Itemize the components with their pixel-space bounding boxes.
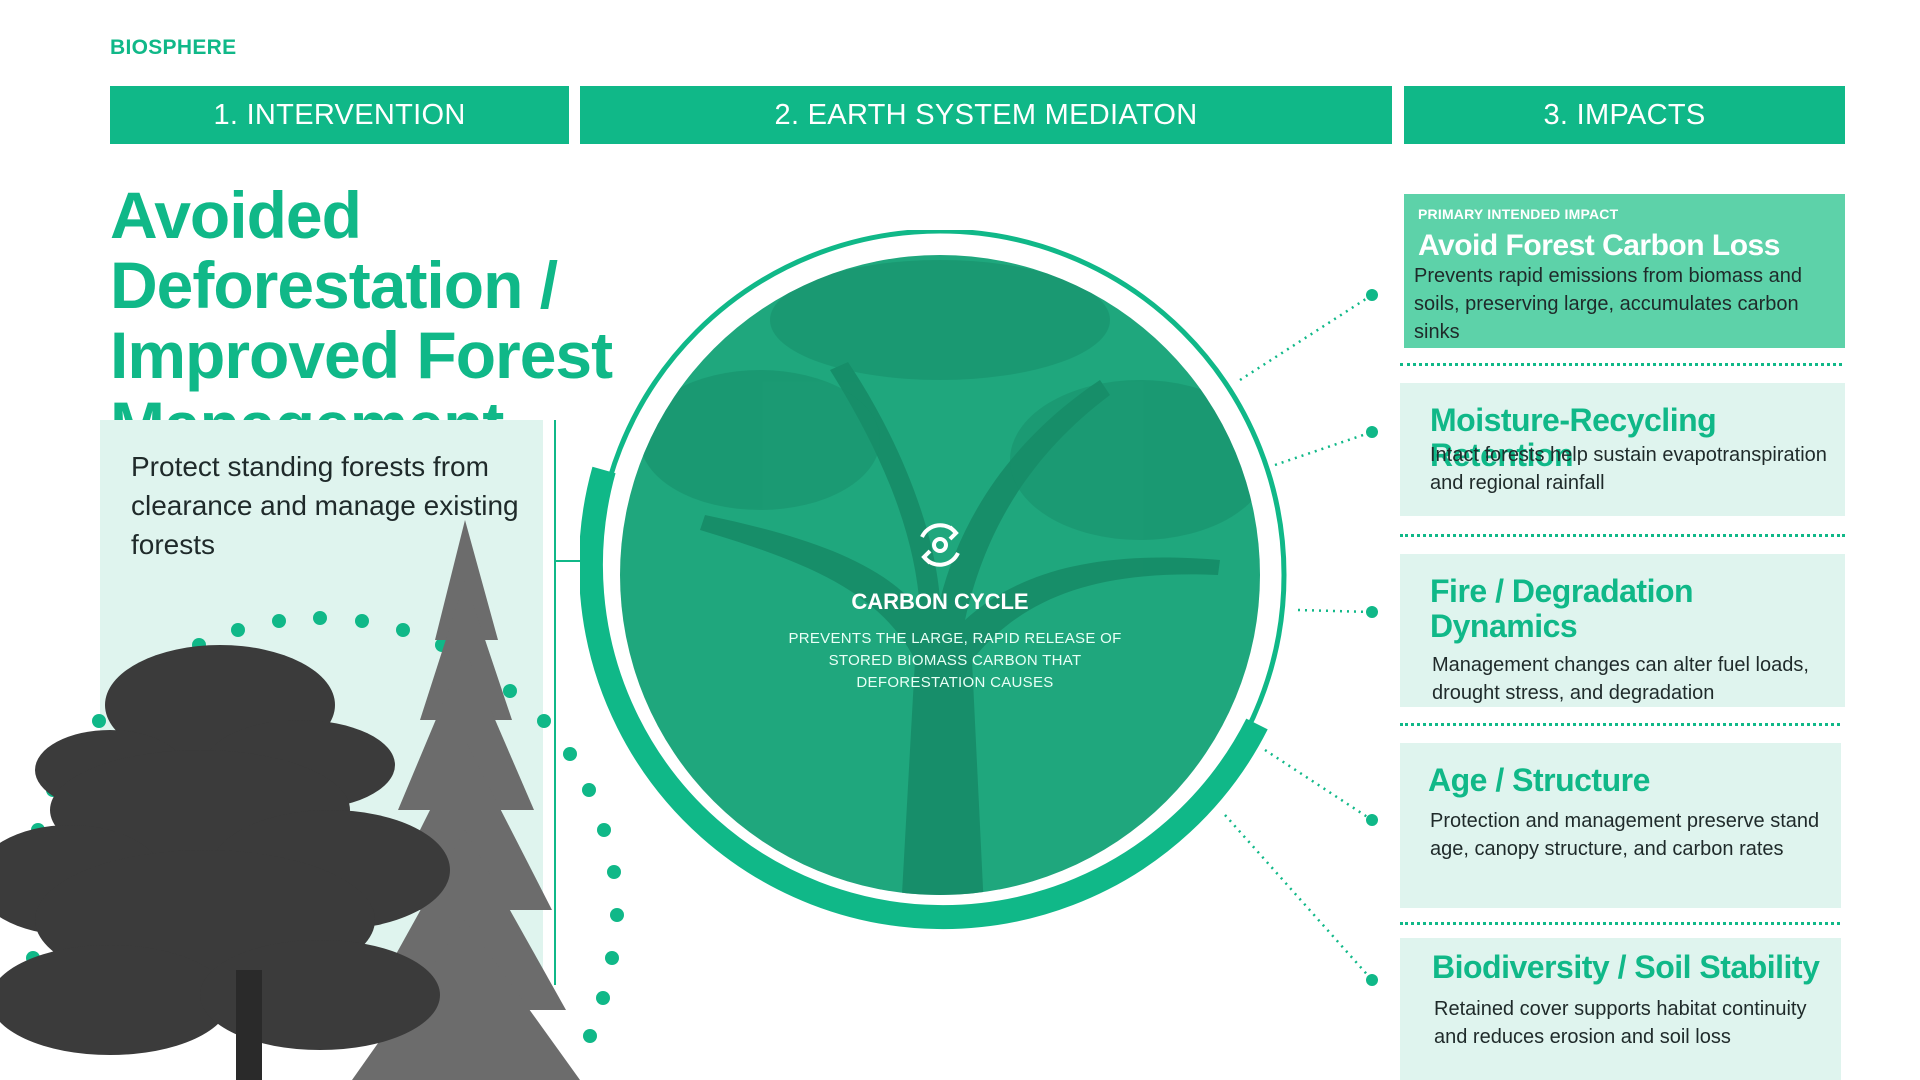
impact-title: Fire / Degradation Dynamics [1430,573,1694,644]
cycle-icon [920,523,960,567]
section-eyebrow: BIOSPHERE [110,36,237,59]
impact-title: Moisture-Recycling Retention [1430,402,1717,473]
impact-card: Moisture-Recycling Retention Intact fore… [1400,383,1845,516]
impact-connectors [1224,289,1378,986]
connector-vertical [554,420,556,985]
impact-card: Biodiversity / Soil Stability Retained c… [1400,938,1841,1080]
impact-title: Biodiversity / Soil Stability [1432,949,1820,985]
impact-title: Age / Structure [1428,762,1650,798]
impact-description: Management changes can alter fuel loads,… [1432,654,1809,704]
primary-impact-label: PRIMARY INTENDED IMPACT [1418,206,1619,222]
impact-title: Avoid Forest Carbon Loss [1418,229,1780,262]
trees-illustration [0,520,624,1080]
impact-description: Protection and management preserve stand… [1430,810,1820,860]
impact-card: Fire / Degradation Dynamics Management c… [1400,554,1845,707]
impact-card-primary: PRIMARY INTENDED IMPACT Avoid Forest Car… [1404,194,1845,348]
intervention-description: Protect standing forests from clearance … [131,451,519,560]
carbon-cycle-hub [580,230,1287,930]
connector-horizontal [554,560,590,562]
impact-description: Retained cover supports habitat continui… [1434,998,1807,1048]
impact-separator [1400,363,1842,366]
hub-title: CARBON CYCLE [851,589,1029,614]
impact-card: Age / Structure Protection and managemen… [1400,743,1841,908]
impact-separator [1400,723,1840,726]
pine-tree [0,645,450,1080]
hub-photo-circle [620,255,1260,895]
impact-description: Prevents rapid emissions from biomass an… [1414,265,1802,343]
impact-separator [1400,534,1845,537]
tree-photo-silhouette [640,260,1260,895]
impact-description: Intact forests help sustain evapotranspi… [1430,444,1827,494]
hub-thick-arc [580,466,1268,930]
hub-description: PREVENTS THE LARGE, RAPID RELEASE OF STO… [788,630,1122,691]
stage-header-mediation: 2. EARTH SYSTEM MEDIATON [580,86,1392,144]
stage-header-impacts: 3. IMPACTS [1404,86,1845,144]
impact-separator [1400,922,1840,925]
stage-header-intervention: 1. INTERVENTION [110,86,569,144]
